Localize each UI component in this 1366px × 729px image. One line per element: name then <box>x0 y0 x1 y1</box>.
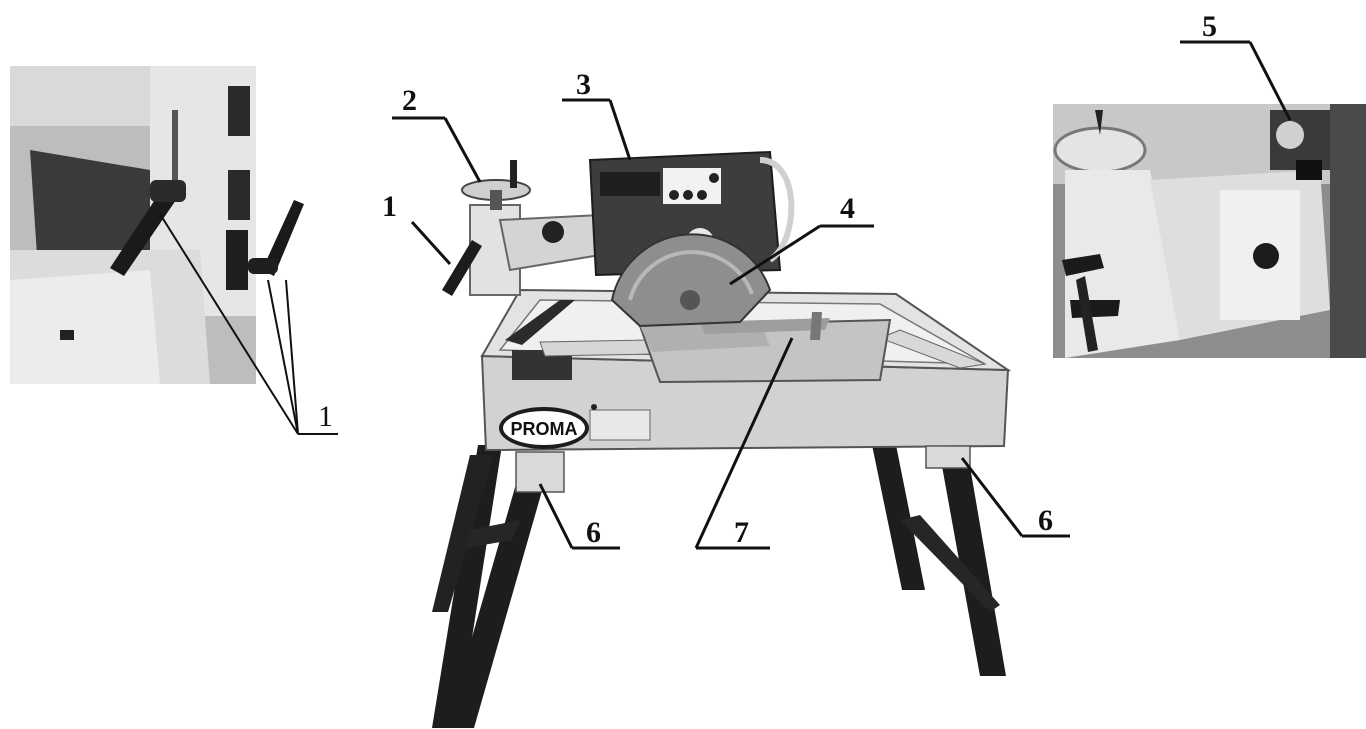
diamond-blade <box>610 233 772 328</box>
clamp-handle-icon <box>110 192 176 276</box>
callout-4: 4 <box>840 192 855 225</box>
brand-logo-text: PROMA <box>511 419 578 439</box>
callout-3: 3 <box>576 68 591 101</box>
saw-arm <box>442 160 601 296</box>
callout-1-inset: 1 <box>318 400 333 433</box>
callout-1-main: 1 <box>382 190 397 223</box>
left-inset-photo <box>10 66 304 384</box>
leader-lines <box>159 40 1292 550</box>
right-inset-photo <box>1053 104 1366 358</box>
tilt-lever-main-icon <box>442 240 482 296</box>
tilt-lever-icon <box>262 200 304 276</box>
table-frame <box>480 288 1012 493</box>
callout-6-right: 6 <box>1038 504 1053 537</box>
callout-2: 2 <box>402 84 417 117</box>
brand-logo: PROMA <box>499 407 589 449</box>
callout-5: 5 <box>1202 10 1217 43</box>
tile-saw-machine: PROMA <box>432 150 1012 728</box>
stand-legs <box>432 445 1006 728</box>
callout-6-left: 6 <box>586 516 601 549</box>
callout-7: 7 <box>734 516 749 549</box>
